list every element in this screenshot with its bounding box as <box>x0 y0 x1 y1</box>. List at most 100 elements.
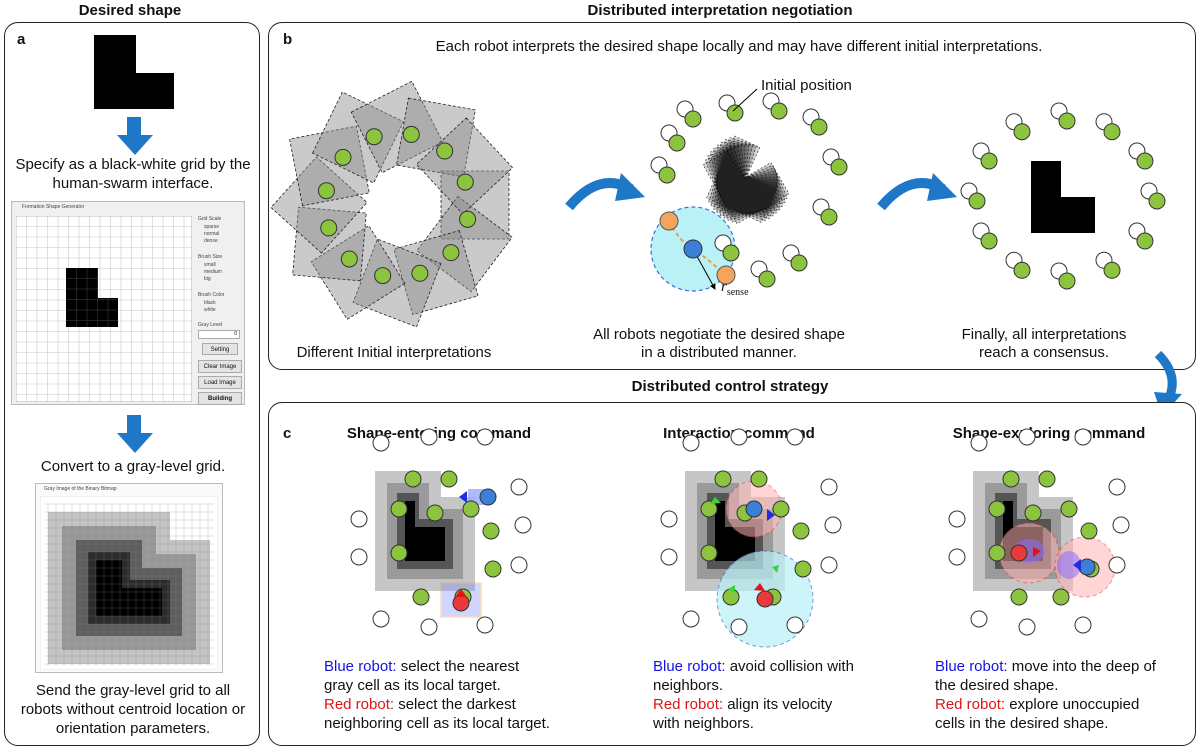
caption-consensus-1: Finally, all interpretations <box>961 326 1127 343</box>
header-control: Distributed control strategy <box>631 378 829 395</box>
red-arrow-icon <box>1033 547 1041 557</box>
clear-image-button[interactable]: Clear Image <box>198 360 242 373</box>
robot-unoccupied <box>948 510 966 528</box>
r-sense-label: rsense <box>721 279 749 298</box>
setting-button[interactable]: Setting <box>202 343 238 355</box>
robot-unoccupied <box>476 428 494 446</box>
col3-red-label: Red robot: <box>935 696 1006 713</box>
negotiating-shape <box>704 148 788 223</box>
brush-size-opt-2[interactable]: medium <box>204 269 222 275</box>
col3-blue-text2: the desired shape. <box>935 677 1059 694</box>
col3-blue-text: move into the deep of <box>1007 658 1156 675</box>
robot-green <box>684 110 702 128</box>
robot-green <box>772 500 790 518</box>
interpretation-square <box>415 117 514 215</box>
blue-arrow-icon <box>1073 559 1081 571</box>
col2-red-text: align its velocity <box>723 696 833 713</box>
robot-unoccupied <box>420 618 438 636</box>
blue-arrow-icon <box>767 509 775 521</box>
robot-green <box>456 173 474 191</box>
red-arrow-icon <box>455 589 467 597</box>
caption-consensus-2: reach a consensus. <box>978 344 1110 361</box>
interpretation-square <box>416 195 513 293</box>
robot-unoccupied <box>824 516 842 534</box>
brush-size-opt-3[interactable]: big <box>204 276 211 282</box>
gray-level-label: Gray Level <box>198 322 223 328</box>
col2-desc: Blue robot: avoid collision with neighbo… <box>653 657 913 733</box>
shape-exploring-title: Shape-exploring command <box>952 425 1146 442</box>
negotiating-shape <box>716 144 778 214</box>
negotiating-shape <box>708 137 778 222</box>
col1-blue-text: select the nearest <box>396 658 520 675</box>
gray-window-title: Gray Image of the Binary Bitmap <box>44 486 117 492</box>
robot-green <box>411 264 429 282</box>
col1-red-text: select the darkest <box>394 696 516 713</box>
col2-blue-text2: neighbors. <box>653 677 724 694</box>
col3-red-text2: cells in the desired shape. <box>935 715 1109 732</box>
negotiating-shape <box>706 147 786 222</box>
robot-unoccupied <box>476 616 494 634</box>
curved-arrow-head-icon <box>927 173 957 201</box>
robot-unoccupied <box>350 548 368 566</box>
robot-unoccupied <box>682 610 700 628</box>
robot-unoccupied <box>820 556 838 574</box>
building-button[interactable]: Building <box>198 392 242 405</box>
robot-unoccupied <box>1074 616 1092 634</box>
panel-c: c Shape-entering command Interaction com… <box>268 402 1196 746</box>
red-arrow-icon <box>754 583 765 591</box>
grid-scale-opt-1[interactable]: sparse <box>204 224 220 230</box>
robot-green <box>714 470 732 488</box>
robot-green <box>390 500 408 518</box>
robot-green <box>770 102 788 120</box>
col2-red-text2: with neighbors. <box>653 715 754 732</box>
initial-position-label: Initial position <box>761 77 852 94</box>
brush-color-opt-1[interactable]: black <box>204 300 216 306</box>
col1-red-text2: neighboring cell as its local target. <box>324 715 550 732</box>
robot-green <box>390 544 408 562</box>
robot-green <box>726 104 744 122</box>
robot-unoccupied <box>660 510 678 528</box>
robot-unoccupied <box>660 548 678 566</box>
panel-a-letter: a <box>17 31 26 48</box>
green-arrow-icon <box>710 497 721 504</box>
interpretation-square <box>310 225 406 320</box>
grid-scale-opt-2[interactable]: normal <box>204 231 220 237</box>
robot-green <box>668 134 686 152</box>
robot-green <box>1136 232 1154 250</box>
col1-red-label: Red robot: <box>324 696 395 713</box>
panel-b-intro: Each robot interprets the desired shape … <box>435 38 1043 55</box>
brush-color-opt-2[interactable]: white <box>204 307 216 313</box>
robot-unoccupied <box>1018 428 1036 446</box>
robot-green <box>426 504 444 522</box>
brush-size-opt-1[interactable]: small <box>204 262 216 268</box>
robot-blue <box>745 500 763 518</box>
interpretation-square <box>396 97 476 178</box>
gray-level-4 <box>405 501 445 561</box>
grid-scale-opt-3[interactable]: dense <box>204 238 218 244</box>
robot-green <box>1080 522 1098 540</box>
brush-size-label: Brush Size <box>198 254 223 260</box>
gray-level-4 <box>715 501 755 561</box>
consensus-shape <box>1031 161 1095 233</box>
robot-unoccupied <box>1112 516 1130 534</box>
col2-blue-text: avoid collision with <box>725 658 854 675</box>
robot-green <box>1038 470 1056 488</box>
robot-green <box>1024 504 1042 522</box>
robot-green <box>722 588 740 606</box>
robot-green <box>334 148 352 166</box>
robot-unoccupied <box>1018 618 1036 636</box>
load-image-button[interactable]: Load Image <box>198 376 242 389</box>
robot-green <box>1052 588 1070 606</box>
col3-blue-label: Blue robot: <box>935 658 1008 675</box>
robot-green <box>980 152 998 170</box>
robot-unoccupied <box>786 428 804 446</box>
robot-unoccupied <box>420 428 438 446</box>
robot-unoccupied <box>970 434 988 452</box>
robot-unoccupied <box>820 478 838 496</box>
panel-c-letter: c <box>283 425 292 442</box>
robot-unoccupied <box>786 616 804 634</box>
robot-unoccupied <box>372 610 390 628</box>
robot-green <box>968 192 986 210</box>
robot-unoccupied <box>730 618 748 636</box>
gray-level-input[interactable]: 0 <box>198 330 240 339</box>
